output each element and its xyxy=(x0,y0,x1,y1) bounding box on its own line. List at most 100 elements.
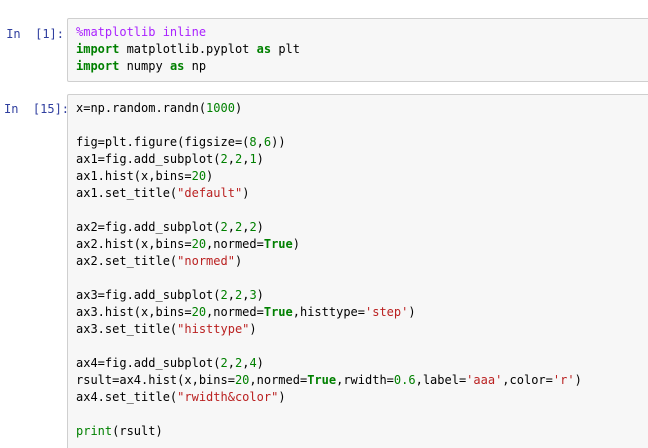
cell-prompt: In [1]: xyxy=(6,27,64,41)
code-line: ax4=fig.add_subplot(2,2,4) xyxy=(76,355,582,372)
code-token: ) xyxy=(249,322,257,336)
code-token: 2 xyxy=(234,220,243,234)
code-token: ax1.set_title( xyxy=(76,186,178,200)
code-token: ax2.set_title( xyxy=(76,254,178,268)
code-line: ax1.set_title("default") xyxy=(76,185,582,202)
code-token: 6 xyxy=(263,135,272,149)
code-line xyxy=(76,202,582,219)
code-token: ax2.hist(x,bins= xyxy=(76,237,192,251)
code-token: ax1=fig.add_subplot( xyxy=(76,152,221,166)
code-line xyxy=(76,270,582,287)
code-token: 4 xyxy=(249,356,257,370)
code-token: ,histtype= xyxy=(292,305,365,319)
code-token: , xyxy=(227,152,235,166)
code-line: ax3.set_title("histtype") xyxy=(76,321,582,338)
code-token: ) xyxy=(256,288,264,302)
code-token: ,color= xyxy=(502,373,553,387)
code-editor[interactable]: %matplotlib inline import matplotlib.pypl… xyxy=(67,18,648,82)
code-token: ) xyxy=(256,152,264,166)
code-token: , xyxy=(242,220,250,234)
code-token: 20 xyxy=(191,305,207,319)
code-token: ) xyxy=(256,356,264,370)
code-token: 2 xyxy=(220,356,228,370)
code-token: ) xyxy=(408,305,416,319)
code-token: ax3=fig.add_subplot( xyxy=(76,288,221,302)
code-line: rsult=ax4.hist(x,bins=20,normed=True,rwi… xyxy=(76,372,582,389)
code-token: 20 xyxy=(234,373,250,387)
code-token: ) xyxy=(206,169,214,183)
code-line xyxy=(76,406,582,423)
code-token: , xyxy=(242,288,250,302)
code-token: ) xyxy=(278,390,286,404)
code-token: ax4=fig.add_subplot( xyxy=(76,356,221,370)
code-token: as xyxy=(169,59,185,73)
code-editor[interactable]: x=np.random.randn(1000) fig=plt.figure(f… xyxy=(67,94,648,448)
code-token: 20 xyxy=(191,237,207,251)
code-token: as xyxy=(256,42,272,56)
code-token: 2 xyxy=(220,288,228,302)
code-line: ax3.hist(x,bins=20,normed=True,histtype=… xyxy=(76,304,582,321)
code-line: import matplotlib.pyplot as plt xyxy=(76,41,300,58)
code-token: 2 xyxy=(234,288,243,302)
code-token: print xyxy=(76,424,113,438)
code-token: , xyxy=(256,135,264,149)
code-token: ,label= xyxy=(415,373,467,387)
code-line: ax4.set_title("rwidth&color") xyxy=(76,389,582,406)
code-token: ) xyxy=(292,237,300,251)
code-token: fig=plt.figure(figsize=( xyxy=(76,135,250,149)
code-token: 2 xyxy=(234,356,243,370)
code-token: ) xyxy=(256,220,264,234)
code-token: True xyxy=(263,237,293,251)
code-token: ,rwidth= xyxy=(336,373,394,387)
code-content[interactable]: x=np.random.randn(1000) fig=plt.figure(f… xyxy=(76,100,582,440)
code-token: 20 xyxy=(191,169,207,183)
code-content[interactable]: %matplotlib inline import matplotlib.pypl… xyxy=(76,24,300,75)
code-token: ax3.hist(x,bins= xyxy=(76,305,192,319)
code-line: x=np.random.randn(1000) xyxy=(76,100,582,117)
code-line: ax1.hist(x,bins=20) xyxy=(76,168,582,185)
code-token: , xyxy=(227,220,235,234)
code-line: fig=plt.figure(figsize=(8,6)) xyxy=(76,134,582,151)
cell-prompt: In [15]: xyxy=(4,102,70,116)
code-token: 8 xyxy=(249,135,257,149)
code-token: ,normed= xyxy=(249,373,308,387)
code-token: plt xyxy=(271,42,300,56)
code-token: ax3.set_title( xyxy=(76,322,178,336)
code-cell-1[interactable]: In [1]: %matplotlib inline import matplot… xyxy=(0,18,648,84)
toolbar-edge xyxy=(0,0,648,14)
code-token: ax4.set_title( xyxy=(76,390,178,404)
code-token: 3 xyxy=(249,288,257,302)
code-token: 'step' xyxy=(365,305,409,319)
code-line: import numpy as np xyxy=(76,58,300,75)
code-token: x=np.random.randn( xyxy=(76,101,207,115)
code-token: , xyxy=(242,152,250,166)
code-token: ,normed= xyxy=(206,237,264,251)
code-token: ) xyxy=(242,186,250,200)
code-token: , xyxy=(227,356,235,370)
code-token: True xyxy=(307,373,337,387)
code-token: 2 xyxy=(220,152,228,166)
code-line: ax3=fig.add_subplot(2,2,3) xyxy=(76,287,582,304)
code-line: ax2.set_title("normed") xyxy=(76,253,582,270)
code-token: 2 xyxy=(249,220,257,234)
code-line: ax1=fig.add_subplot(2,2,1) xyxy=(76,151,582,168)
code-token: (rsult) xyxy=(112,424,163,438)
code-token: "rwidth&color" xyxy=(177,390,279,404)
code-token: rsult=ax4.hist(x,bins= xyxy=(76,373,235,387)
code-line: ax2.hist(x,bins=20,normed=True) xyxy=(76,236,582,253)
code-token: "histtype" xyxy=(177,322,250,336)
code-token: 1 xyxy=(249,152,257,166)
code-token: )) xyxy=(271,135,286,149)
code-token: ,normed= xyxy=(206,305,264,319)
code-token: 'aaa' xyxy=(466,373,503,387)
code-token: "default" xyxy=(177,186,243,200)
code-line: print(rsult) xyxy=(76,423,582,440)
code-token: 1000 xyxy=(206,101,235,115)
code-token: "normed" xyxy=(177,254,235,268)
code-token: %matplotlib inline xyxy=(76,25,207,39)
code-token: 2 xyxy=(220,220,228,234)
code-cell-2[interactable]: In [15]: x=np.random.randn(1000) fig=plt… xyxy=(0,94,648,448)
code-token: ax1.hist(x,bins= xyxy=(76,169,192,183)
code-token: , xyxy=(227,288,235,302)
code-token: numpy xyxy=(119,59,170,73)
